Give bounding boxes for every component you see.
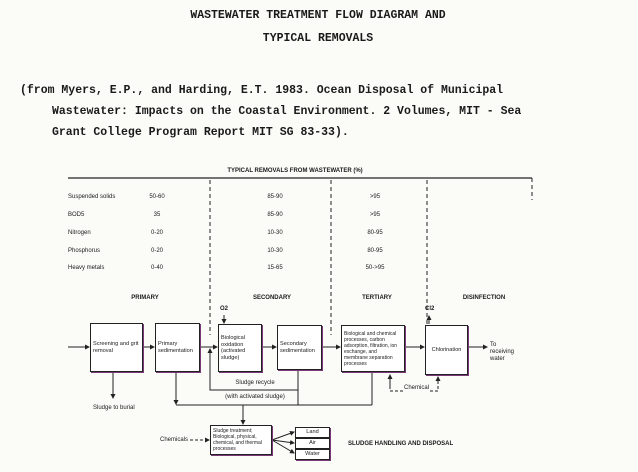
removals-header: TYPICAL REMOVALS FROM WASTEWATER (%) <box>227 168 363 174</box>
tertiary-process-label: Biological and chemical processes, carbo… <box>344 330 398 367</box>
title-line-1: WASTEWATER TREATMENT FLOW DIAGRAM AND <box>190 9 446 22</box>
biological-oxidation-label: Biological oxidation (activated sludge) <box>221 335 246 361</box>
air-box: Air <box>295 438 330 449</box>
chemical-label: Chemical <box>404 385 430 392</box>
stage-secondary: SECONDARY <box>252 295 292 301</box>
cell-tertiary: 80-95 <box>367 230 383 236</box>
sludge-burial-label: Sludge to burial <box>93 405 135 411</box>
chemicals-label: Chemicals <box>160 437 189 443</box>
primary-sedimentation-box: Primary sedimentation <box>155 323 200 372</box>
water-box: Water <box>295 449 330 460</box>
cell-primary: 0-40 <box>150 265 164 271</box>
receiving-water-label: To receiving water <box>490 342 515 362</box>
stage-disinfection: DISINFECTION <box>462 295 506 301</box>
sludge-treatment-box: Sludge treatment; Biological, physical, … <box>210 425 272 455</box>
chlorination-label: Chlorination <box>431 346 462 353</box>
cell-tertiary: 80-95 <box>367 248 383 254</box>
cell-primary: 35 <box>153 212 161 218</box>
screening-label: Screening and grit removal <box>93 341 139 354</box>
o2-label: O2 <box>220 306 229 312</box>
cell-tertiary: >95 <box>369 212 381 218</box>
air-label: Air <box>309 440 316 447</box>
stage-primary: PRIMARY <box>131 295 159 301</box>
row-label: Nitrogen <box>68 230 91 236</box>
cell-secondary: 10-30 <box>267 230 283 236</box>
secondary-sedimentation-label: Secondary sedimentation <box>280 341 315 354</box>
citation-line-3: Grant College Program Report MIT SG 83-3… <box>52 126 349 139</box>
biological-oxidation-box: Biological oxidation (activated sludge) <box>218 324 262 372</box>
land-box: Land <box>295 427 330 438</box>
cell-primary: 0-20 <box>150 248 164 254</box>
citation-line-2: Wastewater: Impacts on the Coastal Envir… <box>52 105 522 118</box>
row-label: Suspended solids <box>68 194 116 200</box>
land-label: Land <box>306 429 319 436</box>
sludge-treatment-label: Sludge treatment; Biological, physical, … <box>213 428 262 452</box>
cl2-label: Cl2 <box>425 306 435 312</box>
title-line-2: TYPICAL REMOVALS <box>262 32 374 45</box>
cell-primary: 0-20 <box>150 230 164 236</box>
chlorination-box: Chlorination <box>425 325 468 375</box>
row-label: Heavy metals <box>68 265 105 271</box>
tertiary-process-box: Biological and chemical processes, carbo… <box>341 325 405 372</box>
primary-sedimentation-label: Primary sedimentation <box>158 341 193 354</box>
cell-tertiary: >95 <box>369 194 381 200</box>
row-label: Phosphorus <box>68 248 101 254</box>
cell-secondary: 85-90 <box>267 194 283 200</box>
citation-line-1: (from Myers, E.P., and Harding, E.T. 198… <box>20 84 504 97</box>
cell-secondary: 10-30 <box>267 248 283 254</box>
water-label: Water <box>305 451 320 458</box>
sludge-recycle-label: Sludge recycle <box>235 380 275 386</box>
cell-primary: 50-60 <box>149 194 165 200</box>
cell-secondary: 85-90 <box>267 212 283 218</box>
cell-tertiary: 50->95 <box>365 265 385 271</box>
cell-secondary: 15-65 <box>267 265 283 271</box>
sludge-handling-label: SLUDGE HANDLING AND DISPOSAL <box>348 441 454 447</box>
secondary-sedimentation-box: Secondary sedimentation <box>277 325 322 370</box>
row-label: BOD5 <box>68 212 85 218</box>
sludge-recycle-sub-label: (with activated sludge) <box>225 394 285 400</box>
stage-tertiary: TERTIARY <box>362 295 392 301</box>
screening-box: Screening and grit removal <box>90 323 143 372</box>
